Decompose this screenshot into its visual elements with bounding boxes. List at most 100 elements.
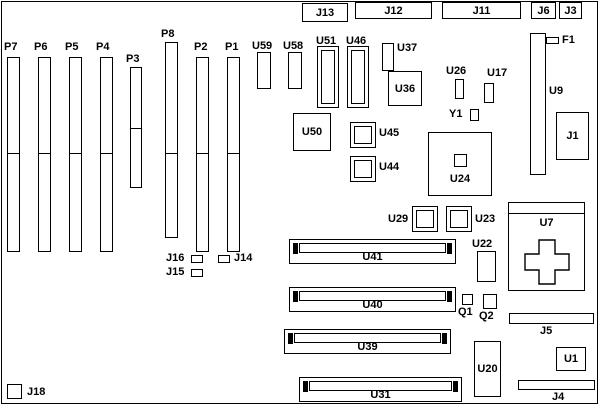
slot-key-notch xyxy=(197,153,208,154)
chip-u17-label: U17 xyxy=(487,67,508,79)
connector-j11-label: J11 xyxy=(472,4,491,17)
slot-p1-label: P1 xyxy=(225,41,239,53)
chip-u50: U50 xyxy=(293,113,331,151)
chip-u17 xyxy=(484,83,494,103)
transistor-q1-label: Q1 xyxy=(458,306,473,318)
chip-u59-label: U59 xyxy=(252,40,273,52)
chip-u7-label: U7 xyxy=(539,217,554,229)
crystal-y1 xyxy=(470,109,479,121)
socket-clip-left xyxy=(293,291,298,302)
socket-clip-left xyxy=(293,243,298,254)
socket-slot xyxy=(299,243,446,253)
connector-j4 xyxy=(518,380,595,390)
slot-p6-label: P6 xyxy=(34,41,48,53)
connector-j13: J13 xyxy=(302,3,348,22)
connector-j18 xyxy=(7,384,22,399)
slot-p5 xyxy=(69,57,82,252)
socket-clip-right xyxy=(453,381,458,392)
chip-u58-label: U58 xyxy=(283,40,304,52)
slot-p8 xyxy=(165,42,178,238)
chip-u23-label: U23 xyxy=(475,213,496,225)
slot-p2 xyxy=(196,57,209,252)
chip-u23-socket xyxy=(450,210,468,228)
chip-u46-label: U46 xyxy=(346,35,367,47)
chip-u45-socket xyxy=(354,126,372,144)
chip-u24-label: U24 xyxy=(449,173,471,185)
connector-j12-label: J12 xyxy=(384,4,403,17)
chip-u36: U36 xyxy=(388,71,422,106)
transistor-q1 xyxy=(462,294,473,305)
chip-u37-label: U37 xyxy=(397,42,418,54)
chip-u29-socket xyxy=(416,210,434,228)
slot-p6 xyxy=(38,57,51,252)
slot-key-notch xyxy=(131,128,141,129)
crystal-y1-label: Y1 xyxy=(449,108,463,120)
slot-p2-label: P2 xyxy=(194,41,208,53)
slot-p4 xyxy=(100,57,113,252)
chip-u9 xyxy=(530,33,546,175)
chip-u58 xyxy=(288,52,302,89)
jumper-j14 xyxy=(218,255,230,263)
chip-u51-label: U51 xyxy=(316,35,337,47)
connector-j5 xyxy=(509,313,594,324)
socket-slot xyxy=(309,381,452,391)
slot-key-notch xyxy=(39,153,50,154)
chip-u1: U1 xyxy=(556,347,586,371)
chip-u59 xyxy=(257,52,271,89)
slot-p5-label: P5 xyxy=(65,41,79,53)
connector-j6-label: J6 xyxy=(537,4,550,17)
socket-clip-right xyxy=(442,333,447,344)
chip-u44-socket xyxy=(354,160,372,178)
chip-u20: U20 xyxy=(474,341,501,397)
chip-u46 xyxy=(347,46,369,108)
memory-socket-u41-label: U41 xyxy=(362,251,383,263)
memory-socket-u31: U31 xyxy=(299,377,462,402)
chip-u26 xyxy=(455,79,464,99)
slot-p3-label: P3 xyxy=(126,53,140,65)
slot-p7-label: P7 xyxy=(4,41,18,53)
slot-key-notch xyxy=(70,153,81,154)
cpu-socket-cross-icon xyxy=(524,239,570,285)
connector-j3: J3 xyxy=(559,2,582,19)
connector-j1: J1 xyxy=(556,112,589,160)
memory-socket-u39-label: U39 xyxy=(357,341,378,353)
connector-j3-label: J3 xyxy=(564,4,577,17)
socket-slot xyxy=(294,333,441,343)
chip-u1-label: U1 xyxy=(563,353,579,365)
connector-j1-label: J1 xyxy=(566,130,579,142)
chip-u23 xyxy=(446,206,472,232)
chip-u45-label: U45 xyxy=(379,127,400,139)
chip-u29-label: U29 xyxy=(388,213,409,225)
memory-socket-u39: U39 xyxy=(284,329,451,354)
chip-u22-label: U22 xyxy=(472,238,493,250)
chip-u29 xyxy=(412,206,438,232)
chip-u51 xyxy=(317,46,339,108)
connector-j4-label: J4 xyxy=(552,391,565,403)
fuse-f1-label: F1 xyxy=(562,34,575,46)
connector-j12: J12 xyxy=(355,2,432,19)
jumper-j15 xyxy=(191,269,203,277)
chip-u24-die xyxy=(454,154,467,167)
chip-u20-label: U20 xyxy=(477,363,498,375)
socket-slot xyxy=(299,291,446,301)
socket-clip-left xyxy=(288,333,293,344)
connector-j6: J6 xyxy=(531,2,556,19)
socket-clip-right xyxy=(447,243,452,254)
jumper-j15-label: J15 xyxy=(166,266,185,278)
chip-u7: U7 xyxy=(508,213,585,291)
memory-socket-u31-label: U31 xyxy=(370,389,391,401)
connector-j5-label: J5 xyxy=(540,325,553,337)
connector-j13-label: J13 xyxy=(315,6,335,19)
slot-p4-label: P4 xyxy=(96,41,110,53)
connector-j18-label: J18 xyxy=(27,386,46,398)
slot-p3 xyxy=(130,67,142,188)
fuse-f1 xyxy=(546,37,559,44)
connector-j11: J11 xyxy=(442,2,521,19)
chip-u50-label: U50 xyxy=(301,126,323,138)
board-outline xyxy=(1,1,598,404)
chip-u36-label: U36 xyxy=(394,82,416,95)
jumper-j14-label: J14 xyxy=(234,252,253,264)
transistor-q2-label: Q2 xyxy=(479,310,494,322)
socket-clip-left xyxy=(303,381,308,392)
